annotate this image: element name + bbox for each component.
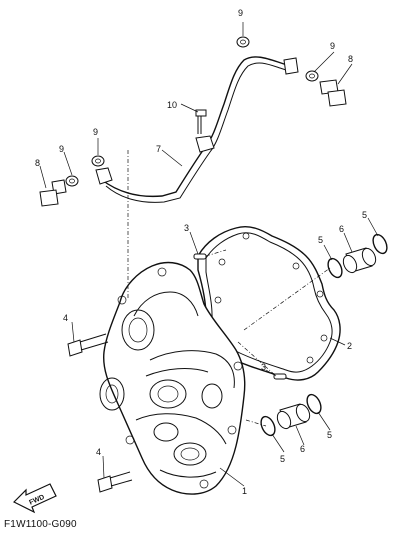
washer-9-right	[305, 70, 319, 82]
collar-6-upper	[342, 247, 377, 274]
callouts: 9 9 8 10 9 7 9 8 3 5 6 5 4 2 3 5 6 5 4 1	[35, 8, 367, 496]
leader-lines	[39, 22, 379, 487]
callout-8-left: 8	[35, 158, 40, 168]
dowel-pin-3-upper	[193, 253, 207, 260]
callout-3-lower: 3	[261, 362, 266, 372]
callout-9-right: 9	[330, 41, 335, 51]
callout-6-lower: 6	[300, 444, 305, 454]
o-ring-5-upper-right	[372, 233, 388, 255]
washer-9-left-lower	[65, 175, 79, 187]
callout-1: 1	[242, 486, 247, 496]
collar-6-lower	[276, 403, 311, 430]
figure-code: F1W1100-G090	[4, 519, 77, 530]
callout-5-upper-left: 5	[318, 235, 323, 245]
callout-7: 7	[156, 144, 161, 154]
callout-9-left-upper: 9	[93, 127, 98, 137]
crankcase-cover	[99, 261, 246, 495]
fwd-arrow-icon: FWD	[12, 483, 57, 514]
oil-delivery-pipe	[95, 56, 299, 203]
o-ring-5-lower-left	[260, 415, 276, 437]
callout-6-upper: 6	[339, 224, 344, 234]
union-bolt-8-right	[319, 79, 347, 107]
callout-9-left-lower: 9	[59, 144, 64, 154]
union-bolt-8-left	[39, 179, 67, 207]
callout-2: 2	[347, 341, 352, 351]
alignment-lines	[127, 150, 331, 427]
callout-5-upper-right: 5	[362, 210, 367, 220]
washer-9-left-upper	[91, 155, 105, 167]
callout-8-right: 8	[348, 54, 353, 64]
callout-3-upper: 3	[184, 223, 189, 233]
callout-9-top: 9	[238, 8, 243, 18]
callout-10: 10	[167, 100, 177, 110]
callout-5-lower-left: 5	[280, 454, 285, 464]
washer-9-top	[236, 36, 250, 48]
o-ring-5-lower-right	[306, 393, 322, 415]
bolt-4-upper	[67, 333, 109, 357]
callout-4-upper: 4	[63, 313, 68, 323]
o-ring-5-upper-left	[327, 257, 343, 279]
bolt-4-lower	[97, 471, 133, 493]
callout-5-lower-right: 5	[327, 430, 332, 440]
dowel-pin-3-lower	[273, 373, 287, 380]
callout-4-lower: 4	[96, 447, 101, 457]
bolt-10	[195, 109, 207, 134]
